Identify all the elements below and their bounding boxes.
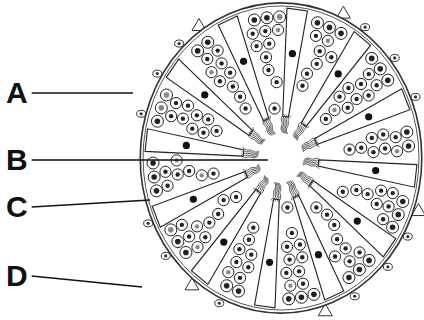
part-label: D <box>6 261 28 291</box>
leader-line <box>32 276 142 287</box>
germ-cells <box>147 11 414 305</box>
sperm-tails <box>241 114 320 201</box>
sertoli-cells <box>145 8 417 308</box>
part-label: C <box>6 192 28 222</box>
part-label: B <box>6 145 28 175</box>
leader-lines <box>32 93 268 287</box>
leader-line <box>32 200 150 207</box>
leader-line <box>32 92 133 94</box>
part-label: A <box>6 78 28 108</box>
leader-line <box>32 159 268 161</box>
basement-membrane <box>140 3 422 313</box>
